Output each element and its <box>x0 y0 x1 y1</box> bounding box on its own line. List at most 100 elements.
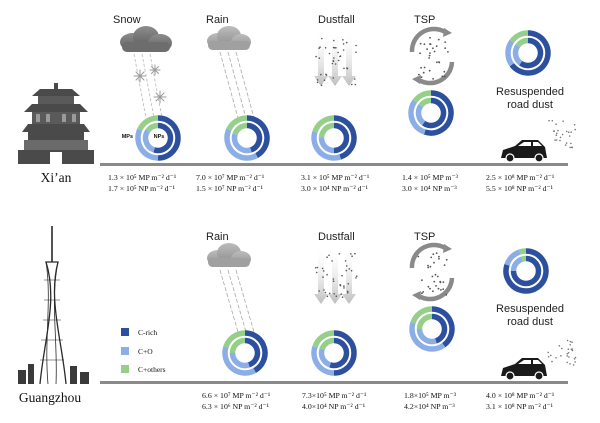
gz_tsp-np-segment-0 <box>431 313 448 344</box>
gz-road-mp: 4.0 × 10⁸ MP m⁻² d⁻¹ <box>486 391 555 400</box>
xian_rain-mp-segment-0 <box>246 115 270 158</box>
xian_dustfall-mp-segment-0 <box>333 115 357 160</box>
gz-rain-np: 6.3 × 10⁶ NP m⁻² d⁻¹ <box>202 402 270 411</box>
particle-dot <box>316 266 319 269</box>
xian-dustfall-label: Dustfall <box>318 14 355 26</box>
particle-dot <box>423 43 426 46</box>
particle-dot <box>347 283 350 285</box>
particle-dot <box>442 281 445 283</box>
legend-label-c-o: C+O <box>138 347 153 356</box>
particle-dot <box>325 73 327 76</box>
particle-dot <box>350 253 352 255</box>
xian_dustfall-mp-segment-1 <box>311 130 342 161</box>
gz-road-np: 3.1 × 10⁸ NP m⁻² d⁻¹ <box>486 402 554 411</box>
gz_tsp-mp-segment-1 <box>409 321 446 352</box>
gz-dustfall-np: 4.0×10⁴ NP m⁻² d⁻¹ <box>302 402 366 411</box>
legend-swatch-c-rich <box>121 328 129 336</box>
particle-dot <box>562 120 564 122</box>
gz-road-donut <box>503 248 549 294</box>
xian-tsp-donut-1 <box>408 90 454 136</box>
particle-dot <box>428 57 430 59</box>
particle-dot <box>429 52 431 54</box>
gz-city-label: Guangzhou <box>19 390 81 405</box>
xian-road-dust-particles <box>548 119 576 149</box>
particle-dot <box>421 292 423 295</box>
gz-tsp-cycle-icon <box>409 242 455 302</box>
particle-dot <box>337 59 340 62</box>
particle-dot <box>427 285 430 288</box>
gz_rain-mp-segment-0 <box>244 330 268 373</box>
particle-dot <box>555 134 558 136</box>
particle-dot <box>439 281 442 284</box>
gz_dustfall-mp-segment-2 <box>312 330 335 348</box>
xian_rain-np-segment-1 <box>231 133 252 154</box>
particle-dot <box>319 46 321 48</box>
xian-road-label-1: Resuspended <box>496 86 564 98</box>
particle-dot <box>339 55 342 57</box>
particle-dot <box>345 41 348 44</box>
particle-dot <box>335 295 338 298</box>
particle-dot <box>344 260 347 262</box>
particle-dot <box>323 79 326 81</box>
xian_road-np-segment-2 <box>515 37 529 48</box>
snow-fall-lines <box>133 53 163 119</box>
particle-dot <box>419 52 421 55</box>
particle-dot <box>429 265 432 268</box>
particle-dot <box>444 47 447 49</box>
xian_dustfall-np-segment-0 <box>333 122 350 154</box>
particle-dot <box>565 142 568 144</box>
particle-dot <box>556 132 558 135</box>
gz_road-np-segment-0 <box>510 255 542 287</box>
canton-tower-icon <box>18 226 89 385</box>
snowflake-icons <box>133 64 167 104</box>
particle-dot <box>569 146 571 149</box>
particle-dot <box>342 43 345 45</box>
particle-dot <box>440 289 442 291</box>
particle-dot <box>332 77 335 79</box>
particle-dot <box>332 278 335 280</box>
particle-dot <box>436 275 439 278</box>
gz-dust-particles <box>314 252 358 299</box>
particle-dot <box>318 290 321 292</box>
particle-dot <box>345 265 348 267</box>
xian_tsp_upper-mp-segment-2 <box>412 90 432 104</box>
gz_rain-np-segment-2 <box>229 337 246 354</box>
legend-swatch-c-others <box>121 365 129 373</box>
particle-dot <box>346 67 348 69</box>
particle-dot <box>432 47 434 50</box>
particle-dot <box>324 291 327 294</box>
particle-dot <box>445 258 448 261</box>
particle-dot <box>429 43 432 46</box>
xian_tsp_upper-mp-segment-0 <box>423 90 454 136</box>
mps-ring-label: MPs <box>122 134 133 140</box>
gz_road-mp-segment-1 <box>504 249 521 266</box>
particle-dot <box>433 261 435 264</box>
particle-dot <box>437 287 440 290</box>
particle-dot <box>432 78 434 80</box>
xian_tsp_upper-np-segment-0 <box>422 97 447 129</box>
particle-dot <box>321 37 323 40</box>
particle-dot <box>570 131 572 133</box>
xian-bell-tower-icon <box>18 83 94 164</box>
particle-dot <box>418 73 420 76</box>
particle-dot <box>322 270 325 272</box>
particle-dot <box>328 292 331 295</box>
particle-dot <box>432 253 435 256</box>
particle-dot <box>342 39 344 41</box>
xian-road-np: 5.5 × 10⁸ NP m⁻² d⁻¹ <box>486 184 554 193</box>
particle-dot <box>433 280 436 283</box>
gz-tsp-particles <box>417 252 448 296</box>
particle-dot <box>423 66 426 69</box>
particle-dot <box>561 347 563 350</box>
particle-dot <box>354 83 357 86</box>
particle-dot <box>332 60 335 62</box>
gz-road-label-1: Resuspended <box>496 303 564 315</box>
particle-dot <box>314 267 317 269</box>
particle-dot <box>430 256 433 259</box>
gz_tsp-mp-segment-2 <box>410 306 433 324</box>
xian_dustfall-mp-segment-2 <box>312 115 335 133</box>
particle-dot <box>435 285 437 287</box>
particle-dot <box>318 57 321 59</box>
particle-dot <box>429 36 431 39</box>
